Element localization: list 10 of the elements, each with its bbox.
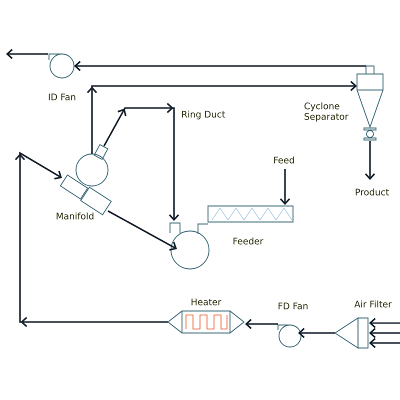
equipment-label: FD Fan [278, 302, 308, 310]
equipment-label: Heater [192, 298, 222, 306]
equipment-label: Feeder [234, 238, 264, 244]
equipment-label: ID Fan [48, 94, 76, 100]
equipment-label: Manifold [56, 212, 94, 220]
stream-label: Product [356, 188, 389, 196]
pipe-label: Ring Duct [182, 110, 226, 120]
stream-label: Feed [274, 156, 294, 164]
equipment-label: Air Filter [354, 300, 392, 308]
equipment-label: Cyclone Separator [304, 102, 348, 122]
